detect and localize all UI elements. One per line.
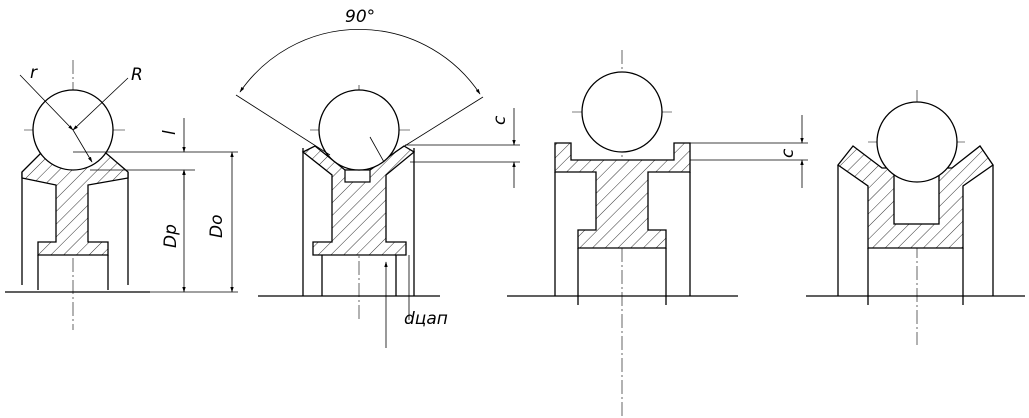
view-2-prismatic-seat: 90° c dцап: [235, 7, 520, 348]
ball-3: [581, 71, 663, 153]
seat-section-3: [554, 142, 691, 249]
label-dp: Dр: [161, 224, 181, 248]
seat-section-1: [21, 147, 129, 256]
label-angle: 90°: [345, 7, 375, 27]
view-3-flat-seat: c: [507, 50, 808, 418]
label-l: l: [160, 130, 180, 135]
view-4-cup-seat: [806, 90, 1025, 345]
label-do: Do: [207, 215, 227, 239]
label-dcap: dцап: [404, 309, 448, 329]
label-c2: c: [778, 148, 798, 158]
ball-4: [876, 101, 958, 183]
view-1-conical-seat: r R l Dр Do: [5, 60, 238, 330]
angle-arc: [239, 29, 481, 95]
label-r: r: [30, 63, 38, 83]
label-R: R: [131, 65, 143, 85]
label-c1: c: [490, 115, 510, 125]
ball-2: [318, 89, 400, 171]
